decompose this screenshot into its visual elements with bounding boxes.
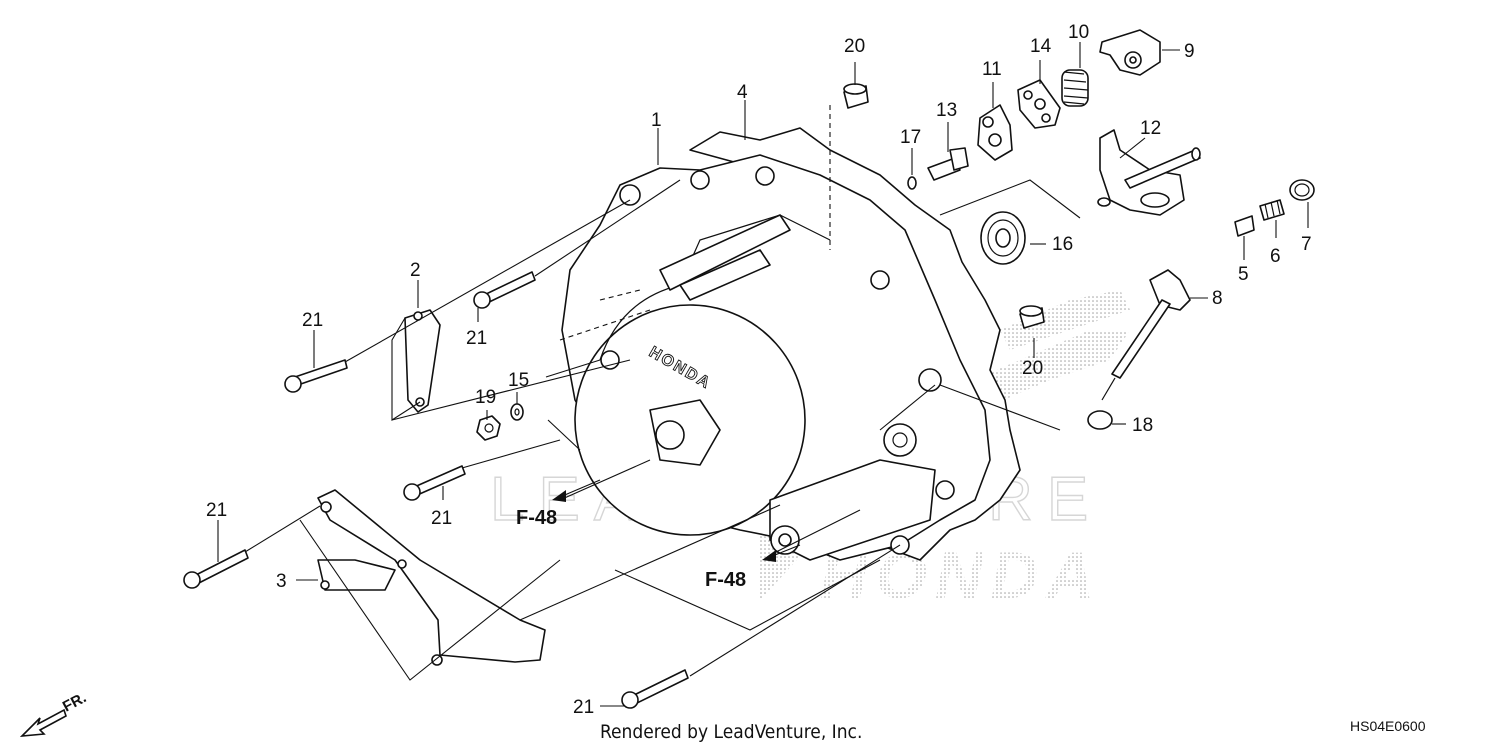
callout-19: 19 <box>475 387 496 408</box>
bolt-21-upper-mid <box>473 271 536 309</box>
footer-credit: Rendered by LeadVenture, Inc. <box>600 721 862 743</box>
o-ring-18 <box>1087 410 1113 430</box>
bolt-21-left <box>284 359 348 393</box>
shift-arm-12 <box>1097 129 1201 216</box>
plate-14 <box>1017 79 1061 129</box>
callout-7: 7 <box>1301 234 1312 255</box>
watermark-wing-shape-2 <box>1000 290 1130 350</box>
callout-13: 13 <box>936 100 957 121</box>
callout-1: 1 <box>651 110 662 131</box>
front-direction-indicator: FR. <box>19 689 89 737</box>
section-ref-f48-center[interactable]: F-48 <box>705 569 746 591</box>
dowel-pin-20-right <box>1019 305 1045 329</box>
nut-19 <box>476 415 501 441</box>
bolt-5 <box>1234 215 1255 237</box>
dowel-pin-20-top <box>843 83 869 109</box>
callout-12: 12 <box>1140 118 1161 139</box>
callout-2: 2 <box>410 260 421 281</box>
bracket-3 <box>317 489 546 663</box>
callout-21-upper-mid: 21 <box>466 328 487 349</box>
callout-4: 4 <box>737 82 748 103</box>
callout-3: 3 <box>276 571 287 592</box>
bracket-2 <box>404 309 441 413</box>
spring-10 <box>1061 69 1089 107</box>
callout-20-right: 20 <box>1022 358 1043 379</box>
callout-5: 5 <box>1238 264 1249 285</box>
washer-17 <box>907 176 917 190</box>
callout-21-left: 21 <box>302 310 323 331</box>
bolt-21-lower-left <box>183 549 249 589</box>
dipstick-8 <box>1101 269 1191 401</box>
bolt-21-mid <box>403 465 466 501</box>
callout-18: 18 <box>1132 415 1153 436</box>
diagram-code: HS04E0600 <box>1350 718 1426 734</box>
callout-21-bottom: 21 <box>573 697 594 718</box>
leader-lines <box>217 42 1309 707</box>
cap-7 <box>1289 179 1315 201</box>
plate-11 <box>977 104 1013 161</box>
callout-11: 11 <box>982 59 1002 80</box>
cam-9 <box>1099 29 1161 76</box>
callout-9: 9 <box>1184 41 1195 62</box>
bolt-21-bottom <box>621 669 689 709</box>
callout-16: 16 <box>1052 234 1073 255</box>
callout-21-lower-left: 21 <box>206 500 227 521</box>
section-ref-f48-left[interactable]: F-48 <box>516 507 557 529</box>
bolt-13 <box>927 147 969 181</box>
callout-20-top: 20 <box>844 36 865 57</box>
callout-10: 10 <box>1068 22 1089 43</box>
spring-6 <box>1259 199 1285 221</box>
callout-21-mid: 21 <box>431 508 452 529</box>
front-arrow-icon <box>19 708 67 737</box>
bearing-16 <box>980 211 1026 265</box>
callout-8: 8 <box>1212 288 1223 309</box>
callout-15: 15 <box>508 370 529 391</box>
callout-14: 14 <box>1030 36 1052 57</box>
callout-17: 17 <box>900 127 921 148</box>
washer-15 <box>510 403 524 421</box>
rear-crankcase-cover: HONDA <box>561 154 991 561</box>
callout-6: 6 <box>1270 246 1281 267</box>
